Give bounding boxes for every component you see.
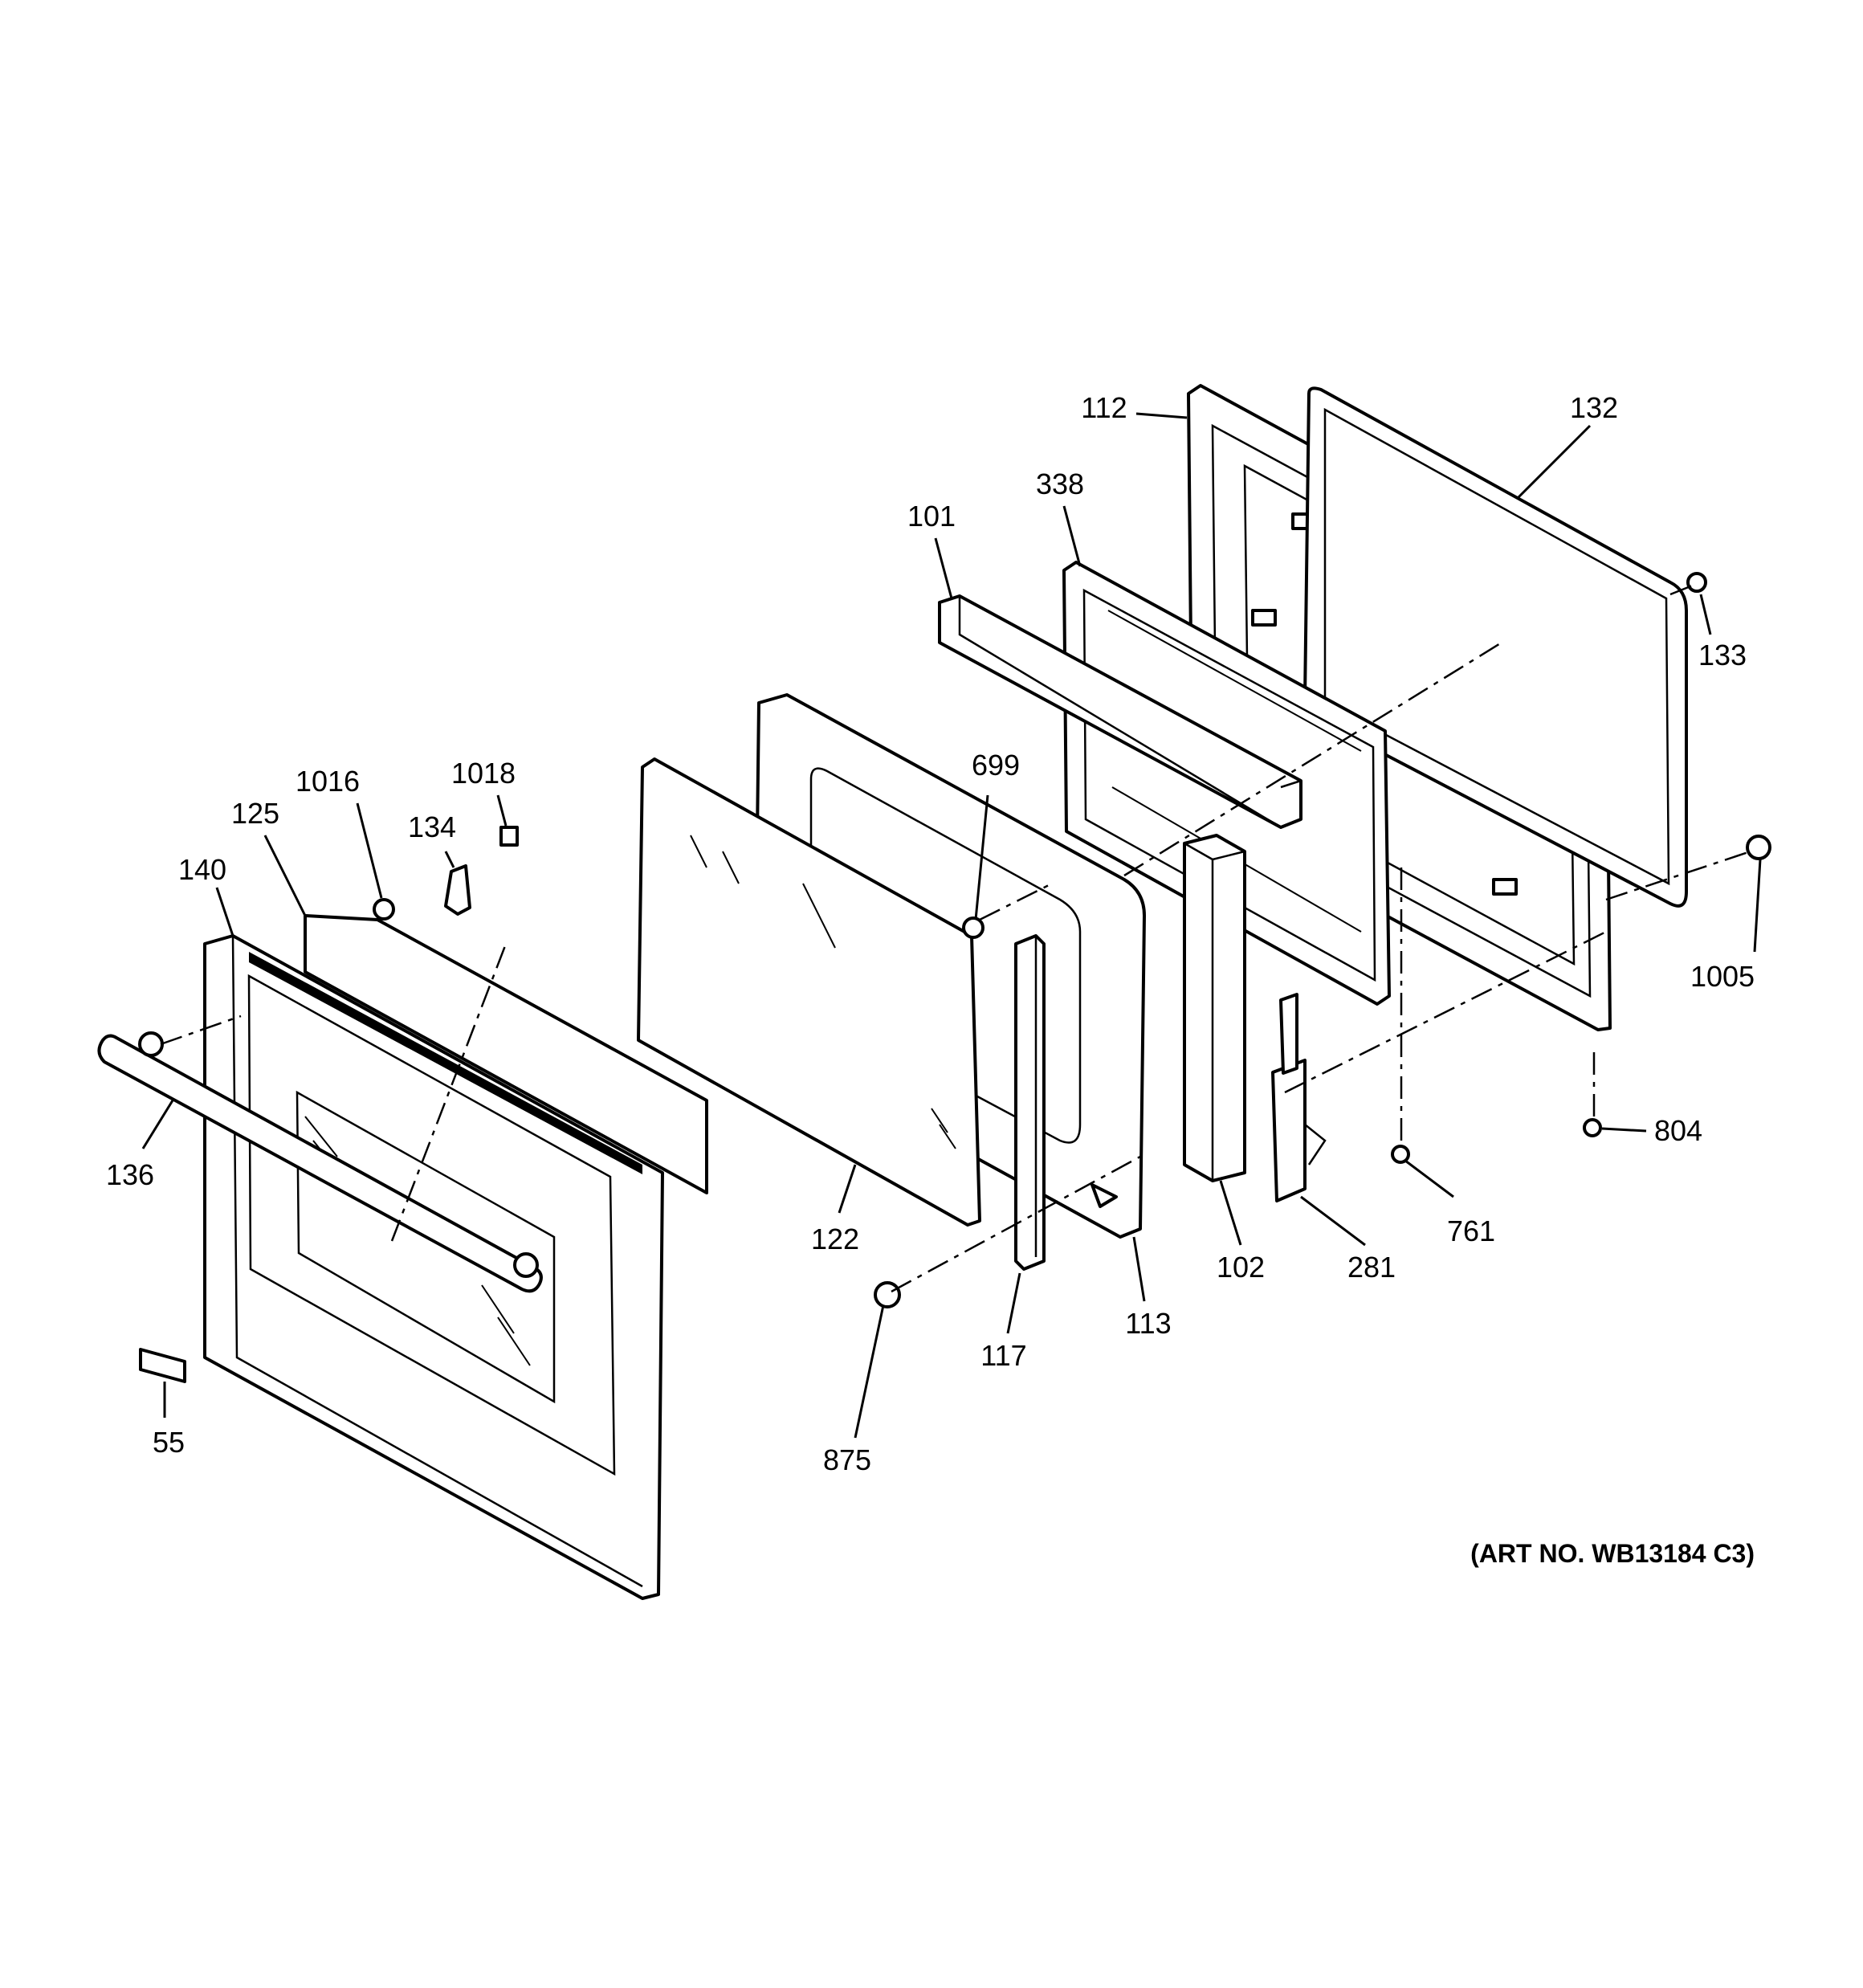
callout-804: 804 <box>1654 1114 1702 1147</box>
part-1016-screw <box>373 898 395 921</box>
part-699-screw <box>962 916 984 939</box>
callout-761: 761 <box>1447 1214 1495 1247</box>
art-number: (ART NO. WB13184 C3) <box>1470 1539 1755 1568</box>
part-122-outer-glass <box>637 757 981 1227</box>
callout-875: 875 <box>823 1443 871 1476</box>
part-761-screw <box>1391 1145 1410 1164</box>
part-125-vent-plate <box>304 914 708 1194</box>
part-281-hinge <box>1271 993 1327 1202</box>
callout-132: 132 <box>1570 391 1618 424</box>
callout-125: 125 <box>231 797 279 830</box>
part-55-badge <box>139 1348 186 1383</box>
part-117-trim-strip <box>1014 934 1046 1271</box>
assembly-lines <box>160 583 1751 1293</box>
part-136-door-handle <box>97 1031 543 1293</box>
part-1018-clip <box>499 826 519 847</box>
part-134-bracket <box>444 864 471 916</box>
callout-112: 112 <box>1081 391 1127 424</box>
callout-labels: 112 132 338 101 133 699 1018 1016 125 13… <box>106 391 1755 1476</box>
callout-134: 134 <box>408 810 456 843</box>
callout-102: 102 <box>1217 1251 1265 1284</box>
callout-1005: 1005 <box>1690 960 1755 993</box>
leader-lines <box>141 412 1762 1439</box>
callout-1018: 1018 <box>451 757 516 790</box>
part-101-top-insulation <box>938 594 1302 829</box>
callout-136: 136 <box>106 1158 154 1191</box>
part-133-screw <box>1686 572 1707 593</box>
callout-133: 133 <box>1698 639 1747 672</box>
part-875-screw <box>874 1281 901 1308</box>
callout-55: 55 <box>153 1426 185 1459</box>
part-1005-screw <box>1746 835 1771 860</box>
callout-101: 101 <box>907 500 956 533</box>
callout-699: 699 <box>972 749 1020 782</box>
part-102-side-insulation <box>1183 834 1246 1182</box>
part-804-screw <box>1583 1118 1602 1137</box>
callout-140: 140 <box>178 853 226 886</box>
callout-1016: 1016 <box>296 765 360 798</box>
callout-281: 281 <box>1347 1251 1396 1284</box>
callout-117: 117 <box>980 1339 1026 1372</box>
callout-122: 122 <box>811 1223 859 1255</box>
callout-338: 338 <box>1036 467 1084 500</box>
callout-113: 113 <box>1125 1307 1171 1340</box>
